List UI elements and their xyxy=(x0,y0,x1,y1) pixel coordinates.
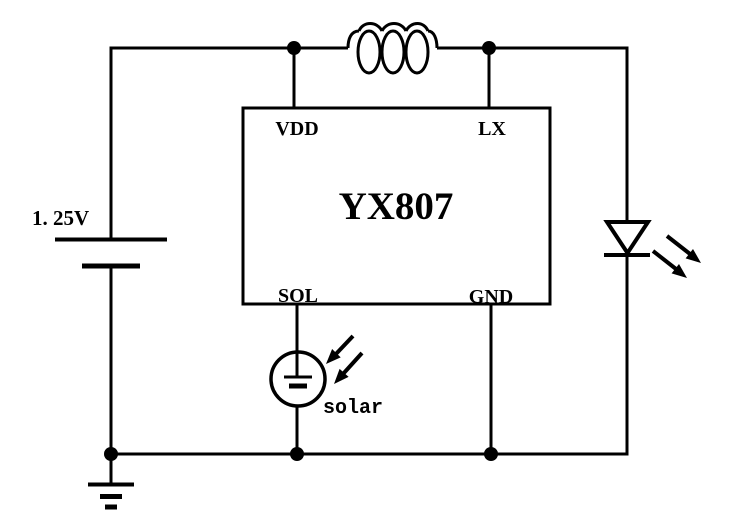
wire-battery-top xyxy=(109,46,348,239)
inductor-symbol xyxy=(346,22,439,75)
arrow-shaft xyxy=(333,334,355,357)
ground-symbol xyxy=(88,482,134,510)
inductor-loop-2 xyxy=(380,29,406,75)
arrow-head xyxy=(326,349,341,364)
junction-dot xyxy=(482,41,496,55)
solar-light-arrow-icon xyxy=(334,351,364,384)
battery-symbol: 1. 25V xyxy=(32,206,167,269)
solar-cell-label: solar xyxy=(323,397,383,420)
junction-dot xyxy=(484,447,498,461)
arrow-shaft xyxy=(665,234,692,256)
led-symbol xyxy=(603,220,701,278)
chip: VDD LX SOL GND YX807 xyxy=(241,106,552,308)
wire-led-bottom xyxy=(111,255,629,456)
chip-body xyxy=(241,106,552,306)
pin-label-vdd: VDD xyxy=(275,118,318,140)
led-light-arrow-icon xyxy=(665,234,701,263)
led-triangle xyxy=(603,220,652,257)
pin-label-sol: SOL xyxy=(278,285,318,307)
battery-voltage-label: 1. 25V xyxy=(32,206,89,230)
arrow-shaft xyxy=(651,249,678,271)
pin-label-gnd: GND xyxy=(469,286,513,308)
solar-cell-symbol: solar xyxy=(269,334,383,420)
pin-label-lx: LX xyxy=(478,118,506,140)
inductor-humps xyxy=(346,22,439,49)
arrow-shaft xyxy=(341,351,364,376)
led-light-arrow-icon xyxy=(651,249,687,278)
inductor-loop-1 xyxy=(356,29,382,75)
wire-top-rail-right xyxy=(437,46,629,222)
arrow-head xyxy=(334,368,349,384)
arrow-head xyxy=(685,249,701,263)
junction-dot xyxy=(290,447,304,461)
solar-light-arrow-icon xyxy=(326,334,355,364)
inductor-loop-3 xyxy=(404,29,430,75)
chip-name-label: YX807 xyxy=(339,185,454,228)
junction-dot xyxy=(287,41,301,55)
junction-dot xyxy=(104,447,118,461)
arrow-head xyxy=(671,264,687,278)
